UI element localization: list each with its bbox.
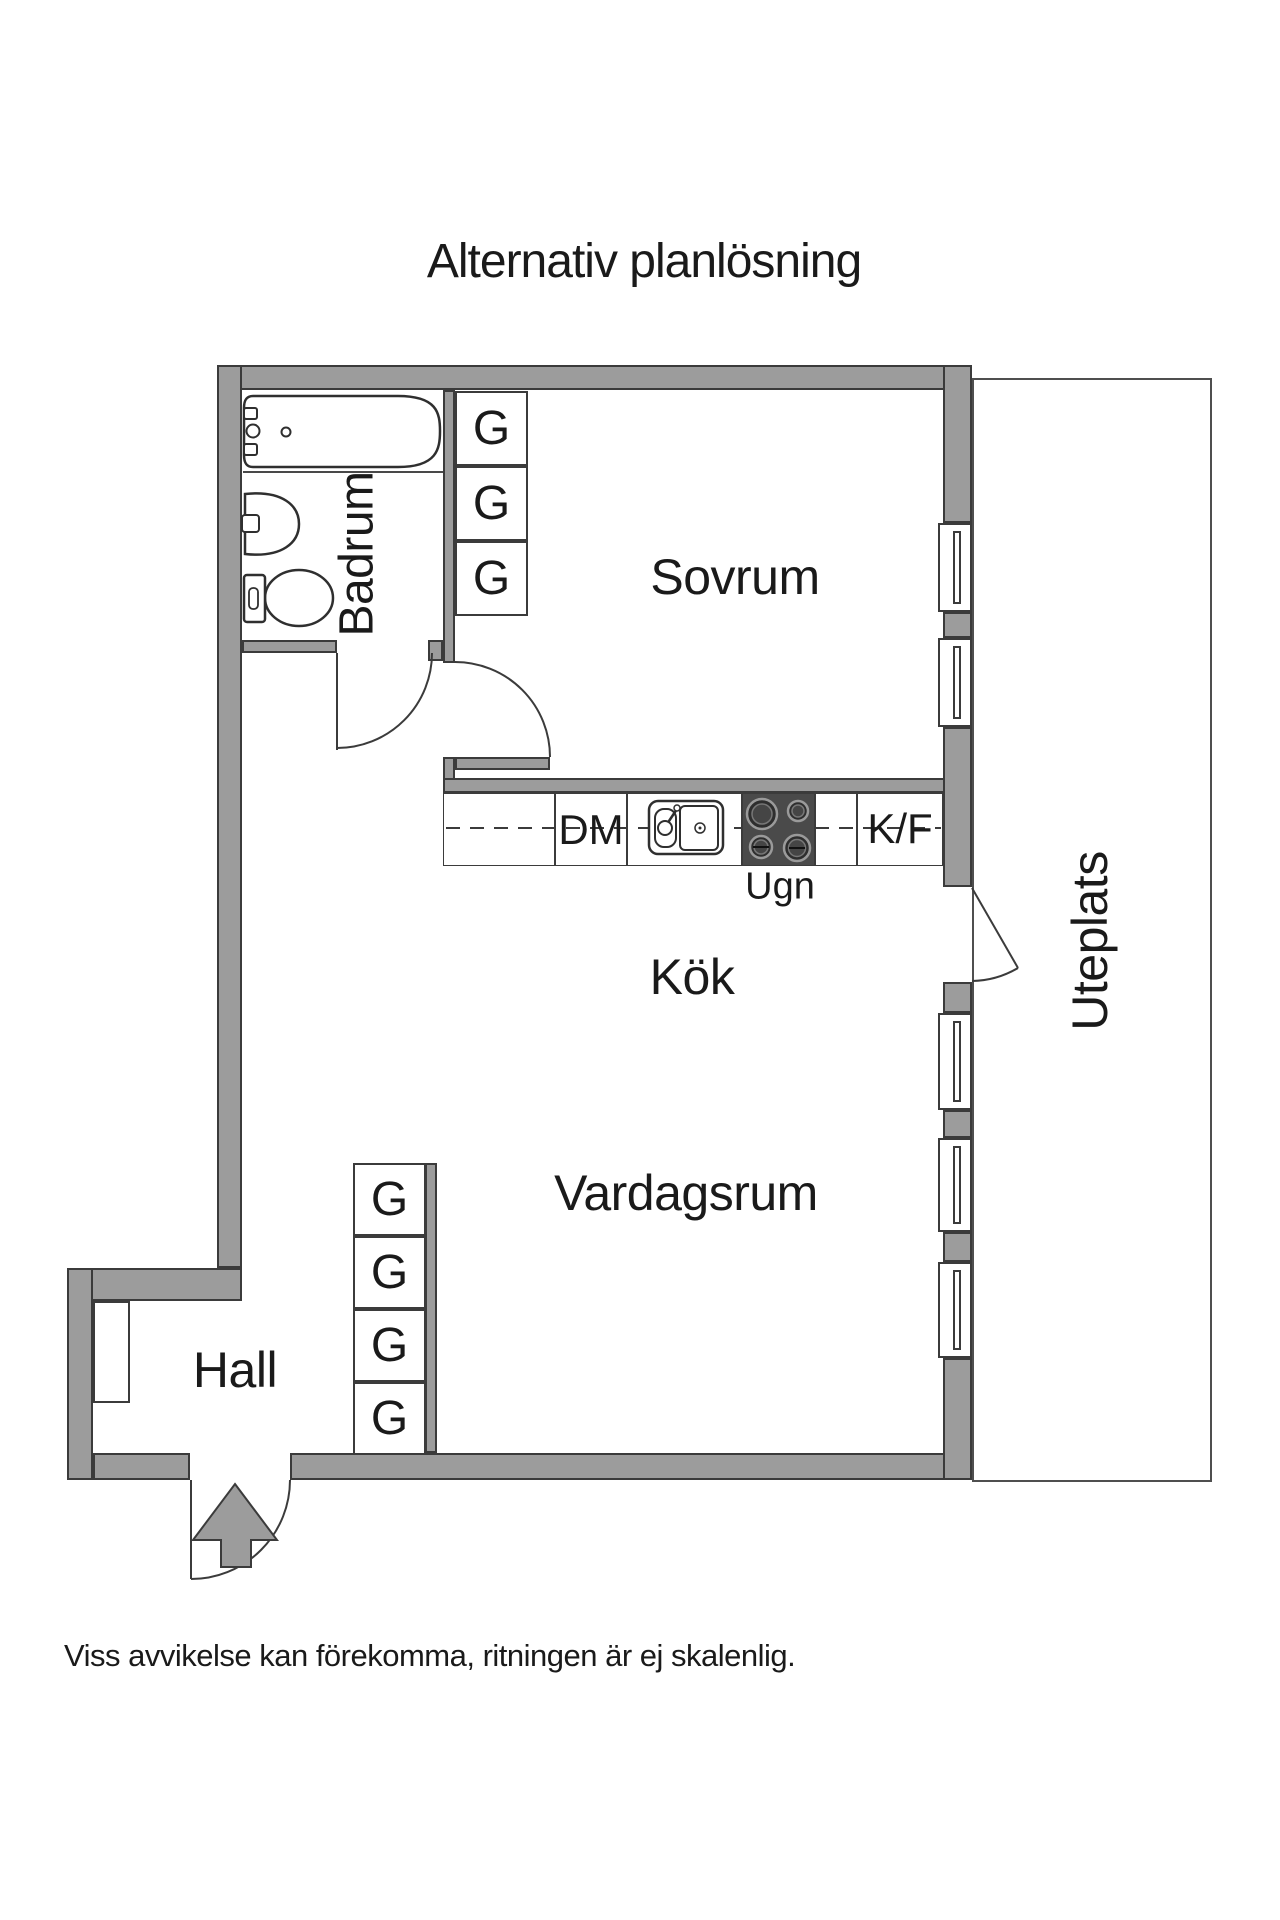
entry-arrow-icon [191,1482,279,1568]
wall-bottom-left [93,1453,190,1480]
bathroom-door-swing [336,652,433,750]
window-glazing [953,1270,961,1350]
closet-top-3: G [455,541,528,616]
wall-kitchen-north [443,778,945,793]
counter-cell-stove [742,793,815,866]
counter-cell-empty-2 [815,793,857,866]
entry-door-swing [190,1479,291,1580]
window-vardagsrum-3 [938,1262,972,1358]
window-sovrum-2 [938,638,972,727]
wall-right-pier-4 [943,1232,972,1262]
wall-right-mid [943,727,972,887]
room-label-kok: Kök [649,949,735,1005]
disclaimer-text: Viss avvikelse kan förekomma, ritningen … [64,1638,796,1673]
closet-bottom-1: G [353,1163,426,1236]
closet-label: G [370,1319,409,1372]
closet-label: G [370,1392,409,1445]
window-glazing [953,531,961,604]
toilet-icon [242,568,335,628]
counter-cell-fridge [857,793,943,866]
window-vardagsrum-2 [938,1138,972,1232]
wall-left-lower [67,1268,93,1480]
room-label-badrum: Badrum [330,471,384,637]
closet-bottom-4: G [353,1382,426,1455]
closet-label: G [370,1246,409,1299]
window-glazing [953,646,961,719]
closet-bottom-2: G [353,1236,426,1309]
window-sovrum-1 [938,523,972,612]
closet-label: G [370,1173,409,1226]
page-title: Alternativ planlösning [426,235,862,288]
room-label-uteplats: Uteplats [1062,851,1118,1031]
wall-right-top [943,365,972,523]
window-glazing [953,1021,961,1102]
wall-right-bottom [943,1358,972,1480]
counter-cell-dishwasher [555,793,627,866]
hall-recess [93,1301,130,1403]
wall-right-pier-2 [943,982,972,1013]
closet-label: G [472,402,511,455]
window-glazing [953,1146,961,1224]
wall-bathroom-east [443,390,455,663]
counter-cell-empty-1 [443,793,555,866]
wall-bottom-right [290,1453,945,1480]
room-label-hall: Hall [192,1342,278,1398]
window-vardagsrum-1 [938,1013,972,1110]
closet-label: G [472,552,511,605]
wall-right-pier-1 [943,612,972,638]
closet-label: G [472,477,511,530]
wall-right-pier-3 [943,1110,972,1138]
label-fridge-freezer: K/F [867,805,933,852]
closet-bottom-3: G [353,1309,426,1382]
label-dishwasher: DM [558,806,624,853]
bathtub-icon [242,394,443,473]
wall-closet-strip [425,1163,437,1453]
room-label-vardagsrum: Vardagsrum [554,1165,818,1221]
wall-bathroom-door-post [428,640,443,661]
wall-top [217,365,972,390]
counter-cell-sink [627,793,742,866]
label-oven: Ugn [745,865,815,908]
closet-top-1: G [455,391,528,466]
bedroom-door-leaf [455,757,550,770]
bathroom-sink-icon [241,492,301,556]
closet-top-2: G [455,466,528,541]
bedroom-door-swing [454,661,551,758]
room-label-sovrum: Sovrum [650,549,820,605]
wall-bathroom-south [242,640,337,653]
wall-left-jog [67,1268,242,1301]
wall-left [217,365,242,1268]
